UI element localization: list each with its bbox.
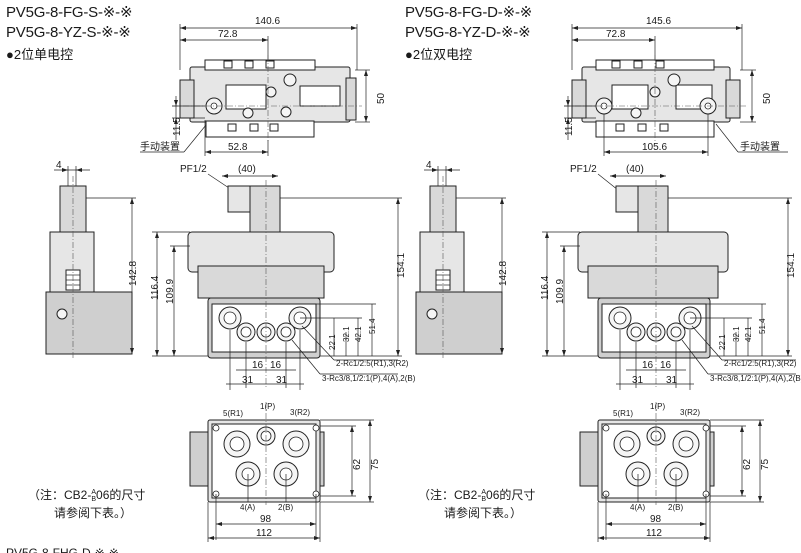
- left-manual-device: 手动装置: [140, 140, 180, 153]
- left-dim-16a: 16: [252, 360, 264, 371]
- left-note-line1: （注：CB2-: [28, 488, 92, 502]
- left-dim-112: 112: [256, 528, 272, 539]
- right-port-2: 2(B): [668, 503, 683, 512]
- right-dim-16a: 16: [642, 360, 654, 371]
- right-port-label-1: 2-Rc1/2:5(R1),3(R2): [724, 359, 797, 368]
- right-bottom-view: 5(R1) 1(P) 3(R2) 4(A) 2(B): [579, 402, 771, 542]
- left-bottom-view: 5(R1) 1(P) 3(R2) 4(A) 2(B): [189, 402, 381, 542]
- right-side-dim-4: 4: [426, 160, 432, 171]
- left-dim-52: 52.8: [228, 142, 248, 153]
- left-top-view: 140.6 72.8: [140, 16, 387, 156]
- left-dim-16b: 16: [270, 360, 282, 371]
- right-model-title-2: PV5G-8-YZ-D-※-※: [405, 24, 531, 41]
- left-side-dim-142: 142.8: [128, 261, 139, 286]
- right-dim-72: 72.8: [606, 29, 626, 40]
- right-dim-overall: 145.6: [646, 16, 671, 27]
- right-dim-22: 22.1: [718, 334, 727, 350]
- footer-cut-title: PV5G-8-FHG-D-※-※: [6, 546, 119, 553]
- right-port-label-2: 3-Rc3/8,1/2:1(P),4(A),2(B): [710, 374, 801, 383]
- left-port-1: 1(P): [260, 402, 275, 411]
- right-manual-device: 手动装置: [740, 140, 780, 153]
- left-note-sup: A: [91, 488, 97, 496]
- left-dim-51: 51.4: [368, 318, 377, 334]
- left-dim-22: 22.1: [328, 334, 337, 350]
- right-dim-11: 11.5: [564, 117, 575, 136]
- right-dim-62: 62: [742, 458, 753, 470]
- left-port-2: 2(B): [278, 503, 293, 512]
- right-dim-32: 32.1: [732, 326, 741, 342]
- left-dim-116: 116.4: [150, 275, 161, 300]
- left-side-dim-4: 4: [56, 160, 62, 171]
- left-subtitle: ●2位单电控: [6, 47, 74, 62]
- left-front-view: PF1/2 (40): [150, 164, 416, 390]
- right-dim-50: 50: [762, 92, 773, 104]
- left-note-tail: 06的尺寸: [96, 488, 146, 502]
- right-dim-98: 98: [650, 514, 662, 525]
- left-port-3: 3(R2): [290, 408, 310, 417]
- left-pf-label: PF1/2: [180, 164, 207, 175]
- right-dim-51: 51.4: [758, 318, 767, 334]
- left-dim-32: 32.1: [342, 326, 351, 342]
- right-dim-75: 75: [760, 458, 771, 470]
- right-top-view: 145.6 72.8: [564, 16, 788, 156]
- left-dim-42: 42.1: [354, 326, 363, 342]
- left-dim-overall: 140.6: [255, 16, 280, 27]
- right-side-dim-142: 142.8: [498, 261, 509, 286]
- left-side-view: 4 142.8: [45, 160, 139, 360]
- left-dim-62: 62: [352, 458, 363, 470]
- right-note-sup: A: [481, 488, 487, 496]
- right-dim-154: 154.1: [786, 253, 797, 278]
- right-port-1: 1(P): [650, 402, 665, 411]
- right-note-line2: 请参阅下表。）: [444, 506, 523, 520]
- left-dim-11: 11.5: [172, 117, 183, 136]
- left-port-5: 5(R1): [223, 409, 243, 418]
- left-dim-75: 75: [370, 458, 381, 470]
- right-note-sub: B: [481, 495, 487, 503]
- right-dim-16b: 16: [660, 360, 672, 371]
- left-dim-40: (40): [238, 164, 256, 175]
- right-note-tail: 06的尺寸: [486, 488, 536, 502]
- left-dim-109: 109.9: [165, 279, 176, 304]
- left-dim-154: 154.1: [396, 253, 407, 278]
- left-dim-50: 50: [376, 92, 387, 104]
- right-subtitle: ●2位双电控: [405, 47, 473, 62]
- right-pf-label: PF1/2: [570, 164, 597, 175]
- right-dim-42: 42.1: [744, 326, 753, 342]
- right-port-3: 3(R2): [680, 408, 700, 417]
- left-dim-31b: 31: [276, 375, 288, 386]
- left-port-4: 4(A): [240, 503, 255, 512]
- right-dim-31a: 31: [632, 375, 644, 386]
- right-model-title-1: PV5G-8-FG-D-※-※: [405, 4, 533, 21]
- right-dim-116: 116.4: [540, 275, 551, 300]
- left-note-line2: 请参阅下表。）: [54, 506, 133, 520]
- left-note-sub: B: [91, 495, 97, 503]
- right-dim-31b: 31: [666, 375, 678, 386]
- right-note-line1: （注：CB2-: [418, 488, 482, 502]
- left-model-title-1: PV5G-8-FG-S-※-※: [6, 4, 133, 21]
- left-dim-31a: 31: [242, 375, 254, 386]
- left-port-label-2: 3-Rc3/8,1/2:1(P),4(A),2(B): [322, 374, 416, 383]
- left-model-title-2: PV5G-8-YZ-S-※-※: [6, 24, 131, 41]
- left-dim-98: 98: [260, 514, 272, 525]
- left-port-label-1: 2-Rc1/2:5(R1),3(R2): [336, 359, 409, 368]
- right-dim-112: 112: [646, 528, 662, 539]
- right-port-5: 5(R1): [613, 409, 633, 418]
- right-port-4: 4(A): [630, 503, 645, 512]
- right-side-view: 4 142.8: [415, 160, 509, 360]
- right-front-view: PF1/2 (40): [540, 164, 801, 390]
- left-dim-72: 72.8: [218, 29, 238, 40]
- right-dim-40: (40): [626, 164, 644, 175]
- right-dim-105: 105.6: [642, 142, 667, 153]
- right-dim-109: 109.9: [555, 279, 566, 304]
